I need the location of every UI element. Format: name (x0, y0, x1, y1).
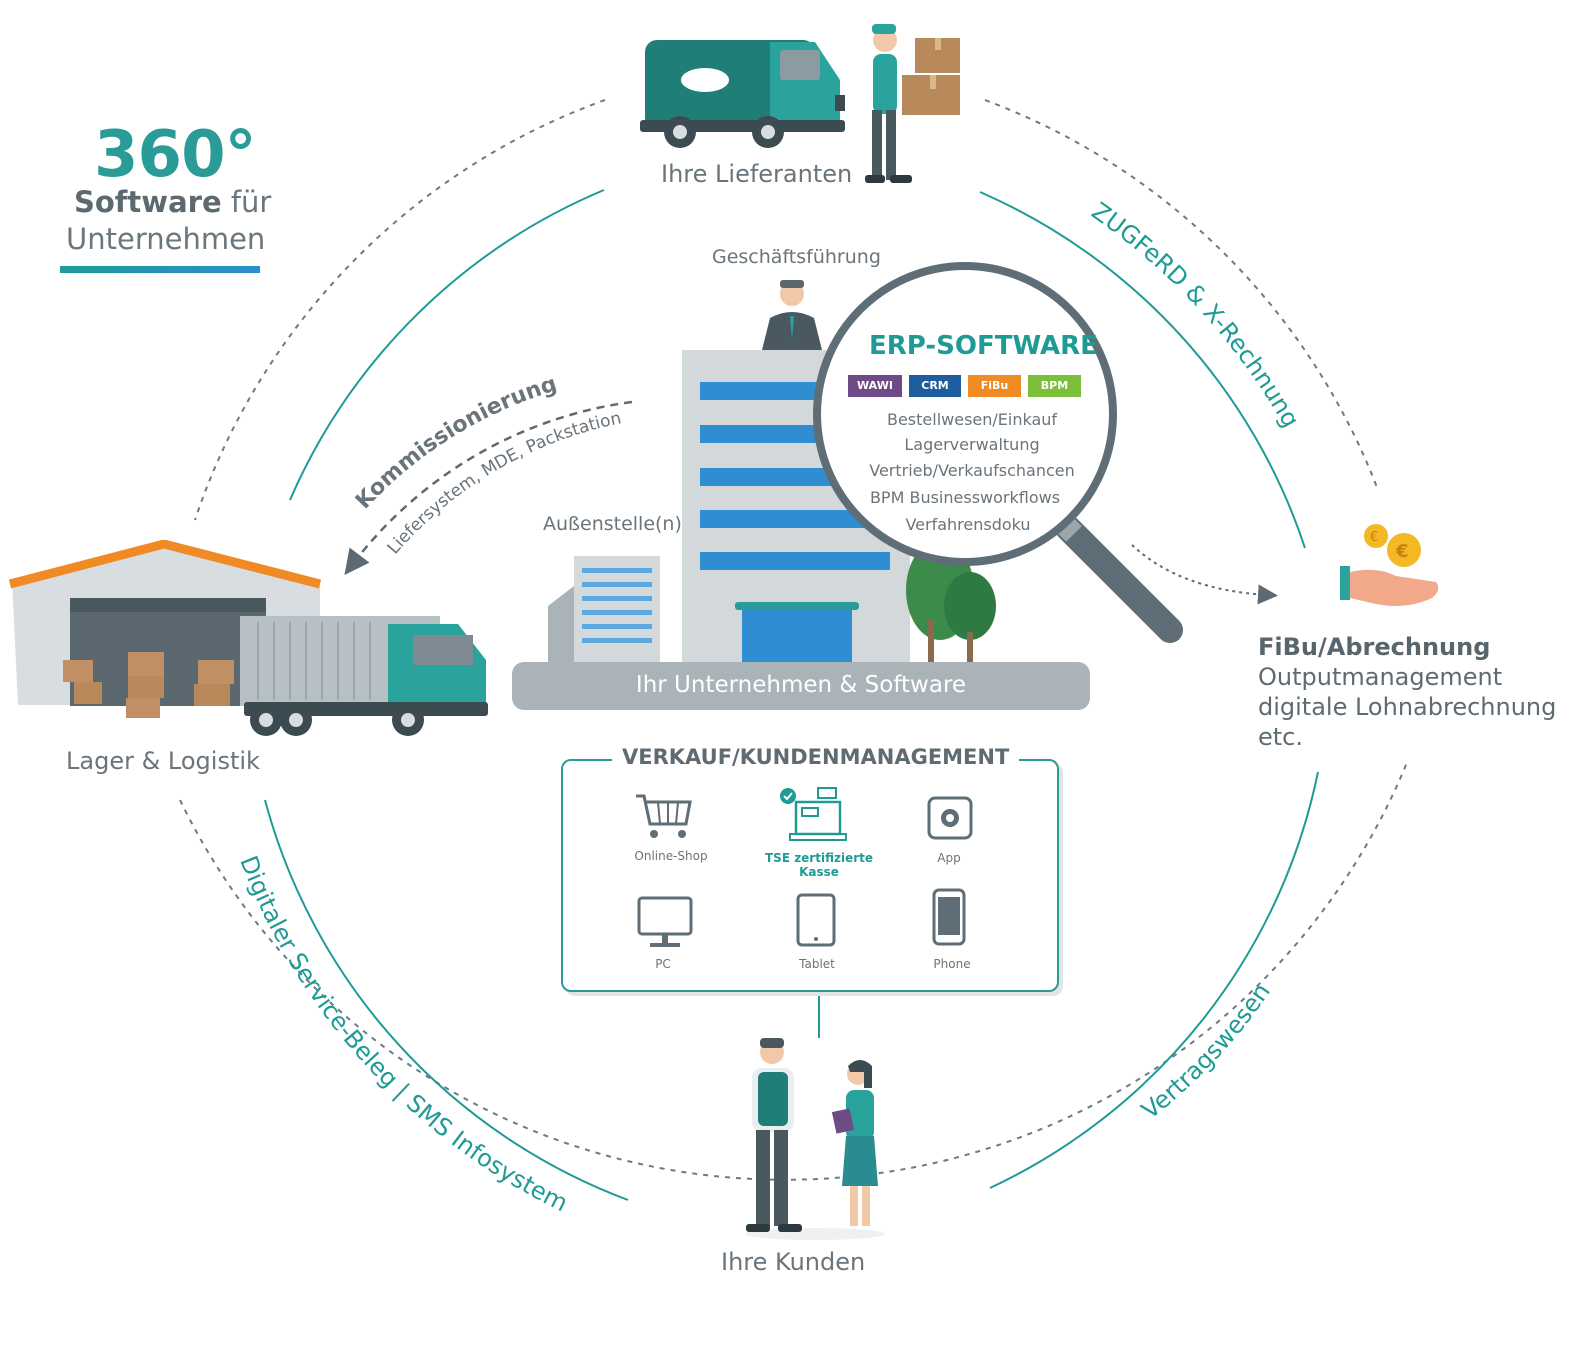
arc-text-bottom-left: Digitaler Service-Beleg | SMS Infosystem (234, 852, 572, 1217)
erp-item: Verfahrensdoku (905, 515, 1031, 534)
channel-label: App (937, 851, 961, 865)
dashed-arc-bottom (179, 759, 1409, 1181)
fibu-title: FiBu/Abrechnung (1258, 633, 1491, 661)
hero-subtitle-2: Unternehmen (66, 222, 266, 256)
teal-arc-top-left (289, 189, 605, 501)
channel-label-highlight: TSE zertifizierte Kasse (764, 851, 874, 879)
erp-item: Lagerverwaltung (904, 435, 1040, 454)
company-base (512, 662, 1090, 710)
supplier-illustration (640, 24, 960, 183)
label-company: Ihr Unternehmen & Software (635, 672, 967, 698)
erp-item: Vertrieb/Verkaufschancen (869, 461, 1075, 480)
label-customers: Ihre Kunden (721, 1248, 866, 1276)
label-management: Geschäftsführung (712, 246, 881, 268)
fibu-line: digitale Lohnabrechnung (1258, 693, 1557, 721)
fibu-block: FiBu/Abrechnung Outputmanagement digital… (1258, 632, 1556, 752)
hero-subtitle: Software für (74, 185, 272, 219)
tag-wawi: WAWI (848, 375, 902, 397)
dashed-arc-top-left (194, 99, 606, 521)
label-suppliers: Ihre Lieferanten (661, 160, 853, 188)
label-warehouse: Lager & Logistik (66, 747, 260, 775)
channel-label: Tablet (799, 957, 835, 971)
customers-illustration (745, 1038, 885, 1240)
cart-icon (636, 794, 692, 838)
company-illustration (548, 280, 996, 662)
cash-register-icon (780, 787, 847, 841)
erp-item: BPM Businessworkflows (869, 488, 1061, 507)
erp-title: ERP-SOFTWARE (869, 331, 1098, 361)
magnifier (813, 262, 1183, 643)
label-branch: Außenstelle(n) (543, 513, 682, 535)
erp-item: Bestellwesen/Einkauf (886, 410, 1058, 429)
teal-arc-bottom-left (264, 799, 629, 1201)
dashed-arc-top-right (984, 99, 1379, 491)
fibu-line: Outputmanagement (1258, 663, 1503, 691)
tag-fibu: FiBu (968, 375, 1021, 397)
hero-360: 360° (94, 118, 257, 192)
svg-text:€: € (1395, 541, 1409, 562)
warehouse-illustration (8, 540, 488, 736)
teal-arc-bottom-right (989, 771, 1319, 1189)
channel-label: PC (655, 957, 671, 971)
channel-label: Online-Shop (634, 849, 708, 863)
fibu-line: etc. (1258, 723, 1303, 751)
tag-bpm: BPM (1028, 375, 1081, 397)
tablet-icon (796, 893, 836, 947)
arc-text-bottom-right: Vertragswesen (1136, 978, 1276, 1125)
sales-title: VERKAUF/KUNDENMANAGEMENT (612, 745, 1020, 769)
coin-hand-icon: € € (1340, 524, 1439, 606)
erp-tags: WAWI CRM FiBu BPM (848, 375, 1083, 397)
hero-underline (60, 266, 260, 273)
phone-icon (932, 888, 966, 946)
fibu-arrow (1131, 544, 1278, 605)
tag-crm: CRM (909, 375, 961, 397)
picking-arrow (344, 400, 633, 575)
app-gear-icon (927, 796, 973, 840)
channel-label: Phone (933, 957, 971, 971)
teal-arc-top-right (979, 191, 1306, 549)
svg-text:€: € (1370, 530, 1378, 545)
pc-monitor-icon (637, 896, 693, 947)
